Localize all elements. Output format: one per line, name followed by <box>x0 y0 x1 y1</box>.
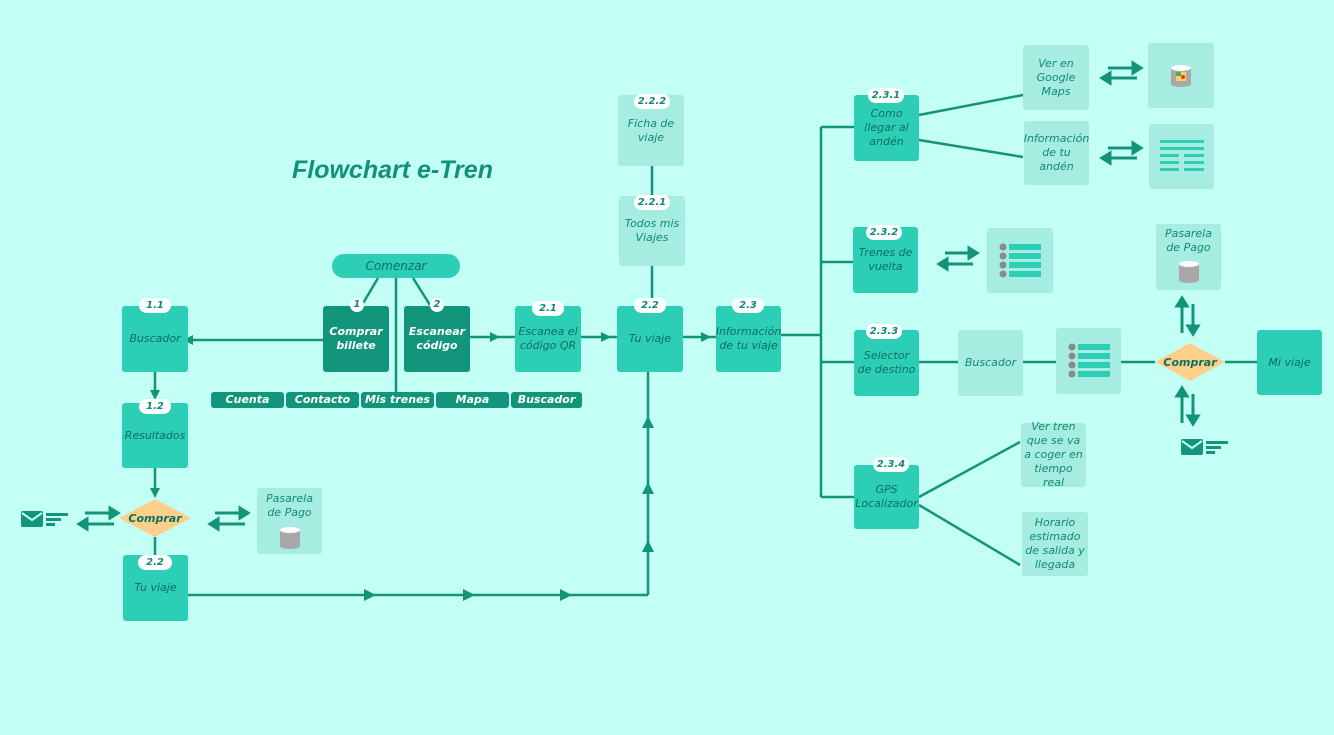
step-badge: 1 <box>350 298 364 312</box>
step-tag: 2.2 <box>138 555 172 570</box>
step-tag: 2.2.1 <box>634 195 670 210</box>
exchange-arrows-icon <box>1099 140 1144 166</box>
comprar-diamond-left <box>119 499 191 537</box>
start-node[interactable]: Comenzar <box>332 254 460 278</box>
pasarela-de-pago-node: Pasarela de Pago <box>257 488 322 554</box>
mi-viaje-node[interactable]: Mi viaje <box>1257 330 1322 395</box>
pasarela-right-label: Pasarela de Pago <box>1165 227 1212 254</box>
step-tag: 2.3.4 <box>873 457 909 472</box>
trenes-de-vuelta-node[interactable]: Trenes de vuelta <box>853 227 918 293</box>
list-icon <box>1068 343 1110 378</box>
exchange-arrows-icon <box>1099 60 1144 86</box>
step-tag: 1.2 <box>139 399 171 414</box>
mail-icon <box>21 511 68 527</box>
step-badge: 2 <box>430 298 444 312</box>
horario-estimado-node[interactable]: Horario estimado de salida y llegada <box>1022 512 1088 576</box>
page-title: Flowchart e-Tren <box>292 156 493 184</box>
informacion-viaje-node[interactable]: Información de tu viaje <box>716 306 781 372</box>
escanear-codigo-node[interactable]: Escanear código <box>404 306 470 372</box>
escanea-qr-node[interactable]: Escanea el código QR <box>515 306 581 372</box>
pasarela-label: Pasarela de Pago <box>266 492 313 519</box>
list-icon-tile <box>1056 328 1121 394</box>
exchange-arrows-icon <box>1174 295 1201 337</box>
database-icon <box>280 527 300 549</box>
como-llegar-node[interactable]: Como llegar al andén <box>854 95 919 161</box>
list-icon <box>999 243 1041 277</box>
step-tag: 1.1 <box>139 298 171 313</box>
menu-item-mis-trenes[interactable]: Mis trenes <box>361 392 434 408</box>
exchange-arrows-icon <box>76 505 121 532</box>
comprar-decision-right-label[interactable]: Comprar <box>1163 355 1217 369</box>
step-tag: 2.3 <box>732 298 764 313</box>
exchange-arrows-icon <box>1174 385 1201 427</box>
maps-icon-tile <box>1148 43 1214 108</box>
buscador-right-node[interactable]: Buscador <box>958 330 1023 396</box>
menu-item-cuenta[interactable]: Cuenta <box>211 392 284 408</box>
menu-item-contacto[interactable]: Contacto <box>286 392 359 408</box>
step-tag: 2.3.2 <box>866 225 902 240</box>
step-tag: 2.3.1 <box>868 88 904 103</box>
comprar-decision-label[interactable]: Comprar <box>128 511 182 525</box>
selector-destino-node[interactable]: Selector de destino <box>854 330 919 396</box>
ver-tren-tiempo-real-node[interactable]: Ver tren que se va a coger en tiempo rea… <box>1021 420 1086 489</box>
menu-item-mapa[interactable]: Mapa <box>436 392 509 408</box>
buscador-node[interactable]: Buscador <box>122 306 188 372</box>
exchange-arrows-icon <box>207 505 251 532</box>
list-icon-tile <box>987 228 1053 293</box>
gps-localizador-node[interactable]: GPS Localizador <box>854 465 919 529</box>
database-icon <box>1179 261 1199 283</box>
mail-icon <box>1181 439 1228 455</box>
step-tag: 2.3.3 <box>866 324 902 339</box>
list-icon-tile <box>1149 124 1214 189</box>
list-icon <box>1159 139 1204 171</box>
info-anden-node[interactable]: Información de tu andén <box>1024 121 1089 185</box>
step-tag: 2.2 <box>634 298 666 313</box>
exchange-arrows-icon <box>936 245 980 272</box>
maps-icon <box>1171 64 1191 87</box>
google-maps-node[interactable]: Ver en Google Maps <box>1023 45 1089 110</box>
step-tag: 2.1 <box>532 301 564 316</box>
comprar-billete-node[interactable]: Comprar billete <box>323 306 389 372</box>
todos-mis-viajes-node[interactable]: Todos mis Viajes <box>619 196 685 266</box>
tu-viaje-node[interactable]: Tu viaje <box>617 306 683 372</box>
comprar-diamond-right <box>1155 343 1225 381</box>
menu-item-buscador[interactable]: Buscador <box>511 392 582 408</box>
step-tag: 2.2.2 <box>634 94 670 109</box>
